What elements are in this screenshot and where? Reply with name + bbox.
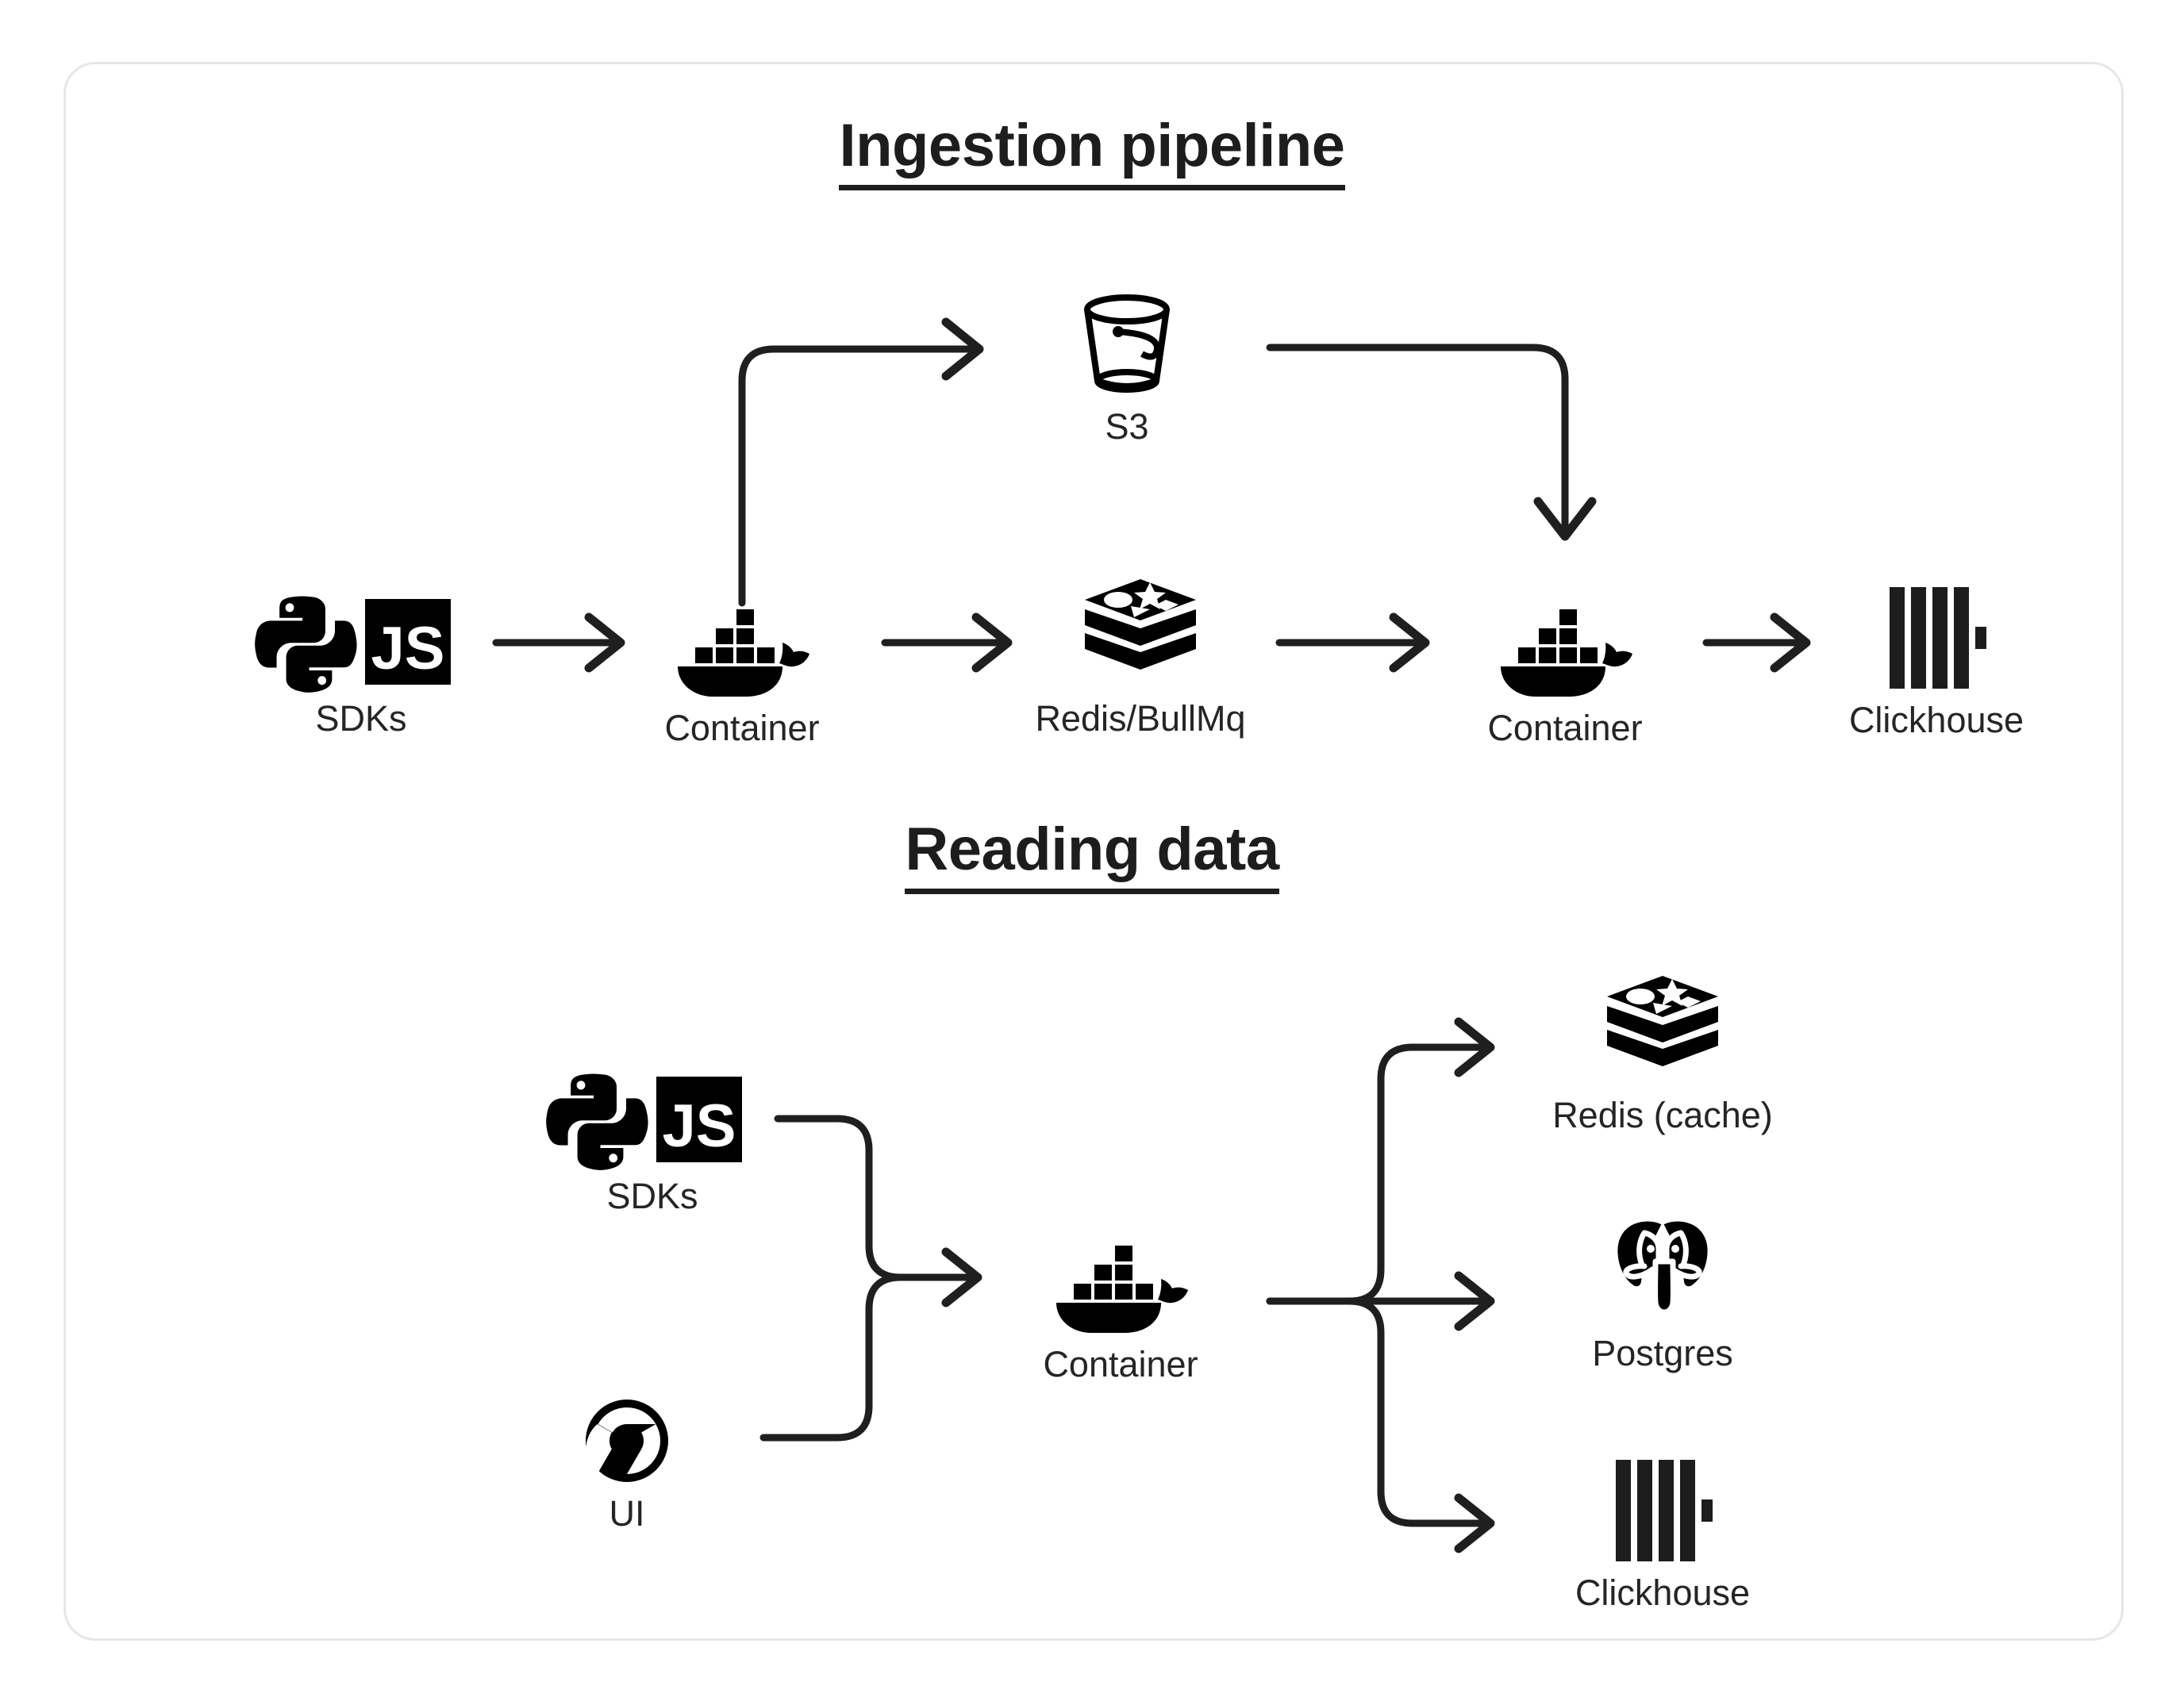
node-postgres[interactable]: Postgres xyxy=(1528,1204,1798,1372)
node-label-sdks-2: SDKs xyxy=(606,1176,698,1216)
clickhouse-bars-icon xyxy=(1614,1444,1713,1563)
node-label-container-3: Container xyxy=(1043,1344,1198,1384)
docker-whale-icon xyxy=(671,579,813,698)
node-sdks-2[interactable]: JS SDKs xyxy=(517,1047,787,1215)
node-label-sdks: SDKs xyxy=(315,698,407,739)
node-s3[interactable]: S3 xyxy=(992,278,1262,445)
node-label-clickhouse-1: Clickhouse xyxy=(1848,700,2024,740)
node-label-s3: S3 xyxy=(1105,406,1149,447)
python-js-sdk-icon: JS xyxy=(537,1047,767,1170)
diagram-card xyxy=(63,62,2124,1641)
reading-title-text: Reading data xyxy=(905,815,1279,894)
node-label-container-2: Container xyxy=(1487,708,1643,748)
section-title-reading: Reading data xyxy=(0,815,2184,894)
docker-whale-icon xyxy=(1050,1215,1191,1334)
ingestion-title-text: Ingestion pipeline xyxy=(839,111,1345,190)
node-sdks[interactable]: JS SDKs xyxy=(226,570,496,737)
python-js-sdk-icon: JS xyxy=(246,570,476,693)
node-ui[interactable]: UI xyxy=(492,1365,762,1532)
node-container-2[interactable]: Container xyxy=(1430,579,1700,747)
node-label-clickhouse-2: Clickhouse xyxy=(1575,1572,1751,1613)
node-container-3[interactable]: Container xyxy=(986,1215,1255,1383)
node-container-1[interactable]: Container xyxy=(607,579,877,747)
node-redis-cache[interactable]: Redis (cache) xyxy=(1528,966,1798,1134)
node-clickhouse-2[interactable]: Clickhouse xyxy=(1528,1444,1798,1611)
node-redis-bullmq[interactable]: Redis/BullMq xyxy=(1005,570,1275,737)
section-title-ingestion: Ingestion pipeline xyxy=(0,111,2184,190)
docker-whale-icon xyxy=(1494,579,1636,698)
node-label-redis-cache: Redis (cache) xyxy=(1552,1095,1773,1135)
node-label-redis-bullmq: Redis/BullMq xyxy=(1035,698,1246,739)
node-clickhouse-1[interactable]: Clickhouse xyxy=(1801,571,2071,739)
s3-bucket-icon xyxy=(1077,278,1177,397)
node-label-container-1: Container xyxy=(664,708,820,748)
chrome-browser-icon xyxy=(584,1365,670,1484)
node-label-postgres: Postgres xyxy=(1592,1333,1733,1373)
clickhouse-bars-icon xyxy=(1888,571,1986,690)
redis-stack-icon xyxy=(1082,570,1199,689)
js-badge-text: JS xyxy=(371,615,445,682)
redis-stack-icon xyxy=(1604,966,1721,1085)
node-label-ui: UI xyxy=(609,1493,645,1534)
postgres-elephant-icon xyxy=(1608,1204,1717,1323)
js-badge-text: JS xyxy=(663,1092,736,1160)
